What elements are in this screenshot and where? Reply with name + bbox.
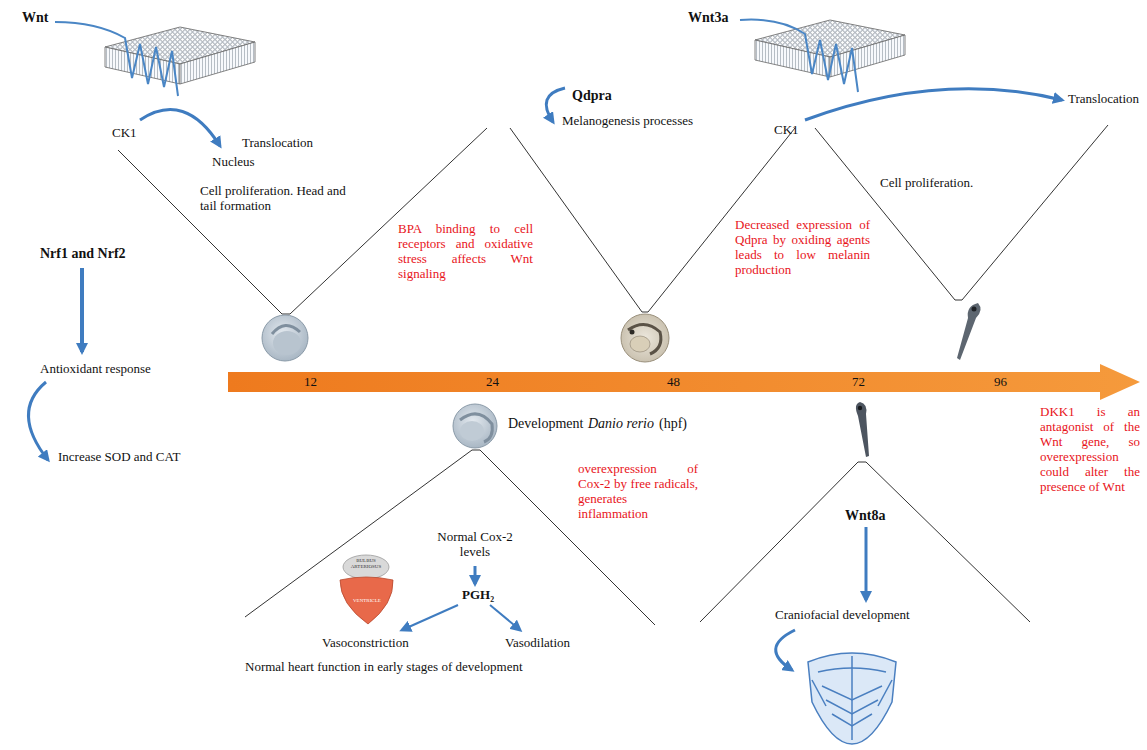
- effect-text: Melanogenesis processes: [562, 114, 693, 129]
- larva-96hpf: [957, 303, 981, 360]
- timeline-number: 24: [486, 375, 499, 390]
- receptor-line: [740, 20, 858, 92]
- timeline-number: 48: [667, 375, 680, 390]
- craniofacial-skeleton: [808, 653, 896, 744]
- axis-title: (hpf): [659, 416, 687, 432]
- gene-label: Wnt8a: [845, 508, 885, 524]
- note-text: BPA binding to cell receptors and oxidat…: [398, 222, 533, 282]
- ligand-label: Wnt3a: [688, 10, 728, 26]
- effect-text: Cell proliferation. Head and tail format…: [200, 184, 365, 214]
- note-text: DKK1 is an antagonist of the Wnt gene, s…: [1040, 405, 1140, 495]
- axis-title: Danio rerio: [588, 416, 654, 432]
- heart-illustration: [340, 555, 393, 624]
- note-text: overexpression of Cox-2 by free radicals…: [578, 462, 698, 522]
- effect-text: Increase SOD and CAT: [58, 450, 180, 465]
- effect-text: Craniofacial development: [775, 608, 910, 623]
- anatomy-label: BULBUS ARTERIOSUS: [344, 558, 388, 570]
- gene-label: Qdpra: [572, 88, 612, 104]
- embryo-48hpf: [621, 314, 669, 362]
- timeline-number: 12: [304, 375, 317, 390]
- process-label: Normal Cox-2 levels: [430, 530, 520, 560]
- effect-text: Normal heart function in early stages of…: [245, 660, 523, 675]
- gene-label: Nrf1 and Nrf2: [40, 246, 126, 262]
- timeline-number: 72: [852, 375, 865, 390]
- effect-text: Vasodilation: [505, 636, 570, 651]
- process-label: Nucleus: [212, 155, 255, 170]
- effect-text: Vasoconstriction: [322, 636, 409, 651]
- anatomy-label: VENTRICLE: [353, 598, 381, 604]
- embryo-24hpf: [453, 404, 497, 448]
- process-label: Translocation: [1068, 92, 1139, 107]
- embryo-12hpf: [262, 315, 308, 361]
- receptor-line: [55, 22, 178, 96]
- kinase-label: CK1: [112, 126, 137, 141]
- axis-title: Development: [508, 416, 583, 432]
- timeline-arrow: [228, 364, 1140, 400]
- molecule-label: PGH₂: [462, 588, 494, 603]
- effect-text: Cell proliferation.: [880, 176, 973, 191]
- kinase-label: CK1: [774, 123, 799, 138]
- process-label: Translocation: [242, 136, 313, 151]
- timeline-number: 96: [994, 375, 1007, 390]
- larva-72hpf: [856, 402, 869, 457]
- ligand-label: Wnt: [22, 10, 48, 26]
- note-text: Decreased expression of Qdpra by oxiding…: [735, 218, 870, 278]
- process-label: Antioxidant response: [40, 362, 151, 377]
